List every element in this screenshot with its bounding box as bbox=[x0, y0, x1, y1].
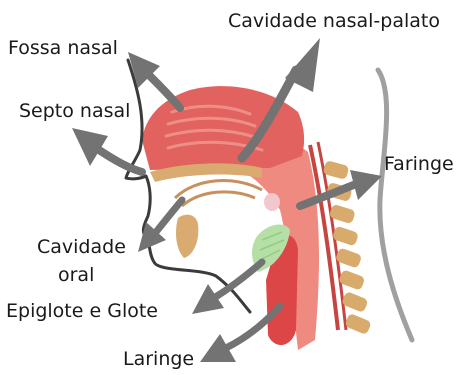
vertebra bbox=[341, 291, 368, 313]
vertebra bbox=[344, 313, 372, 335]
mandible bbox=[176, 215, 198, 258]
label-cavidade-nasal-palato: Cavidade nasal-palato bbox=[228, 10, 440, 32]
arrow-septo-nasal bbox=[72, 128, 142, 172]
label-cavidade-oral-line2: oral bbox=[58, 264, 94, 286]
label-fossa-nasal: Fossa nasal bbox=[8, 37, 118, 59]
arrow-epiglote-glote bbox=[192, 262, 262, 314]
label-epiglote-e-glote: Epiglote e Glote bbox=[6, 300, 158, 322]
neck-back-outline bbox=[378, 70, 412, 340]
label-laringe: Laringe bbox=[123, 348, 194, 370]
palate-arches bbox=[175, 181, 262, 206]
label-cavidade-oral-line1: Cavidade bbox=[37, 236, 126, 258]
uvula bbox=[264, 193, 280, 211]
arrow-fossa-nasal bbox=[128, 52, 180, 108]
vertebra bbox=[323, 160, 350, 180]
label-septo-nasal: Septo nasal bbox=[19, 100, 130, 122]
label-faringe: Faringe bbox=[384, 153, 454, 175]
